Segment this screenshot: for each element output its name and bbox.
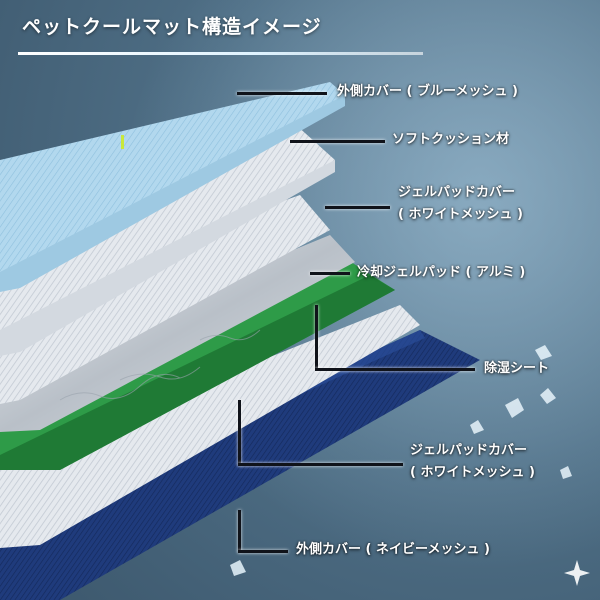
gel-texture: [59, 329, 261, 401]
label-outer-blue: 外側カバー ( ブルーメッシュ ): [337, 84, 518, 99]
leader-gel-cover-bottom-h: [238, 463, 403, 466]
label-soft-cushion: ソフトクッション材: [392, 132, 510, 147]
label-gel-cover-top-line1: ジェルパッドカバー: [398, 185, 516, 200]
label-gel-cover-top-line2: ( ホワイトメッシュ ): [398, 207, 523, 222]
label-cooling-gel: 冷却ジェルパッド ( アルミ ): [357, 265, 526, 280]
blue-mesh-marker: [121, 135, 124, 149]
leader-gel-cover-top: [325, 206, 390, 209]
layer-white-mesh-upper: [0, 195, 330, 404]
layer-blue-mesh-edge: [0, 95, 345, 292]
leader-outer-blue: [237, 92, 327, 95]
leader-cooling-gel: [310, 272, 350, 275]
label-gel-cover-bottom-line2: ( ホワイトメッシュ ): [410, 465, 535, 480]
layer-green-sheet-edge: [0, 275, 395, 470]
label-dehumid: 除湿シート: [484, 361, 550, 376]
title-underline: [18, 52, 423, 55]
leader-soft-cushion: [290, 140, 385, 143]
label-gel-cover-bottom: ジェルパッドカバー ( ホワイトメッシュ ): [410, 442, 535, 482]
label-gel-cover-top: ジェルパッドカバー ( ホワイトメッシュ ): [398, 184, 523, 224]
layer-soft-cushion-edge: [0, 160, 335, 356]
layer-silver-gel: [0, 235, 355, 432]
label-gel-cover-bottom-line1: ジェルパッドカバー: [410, 443, 528, 458]
leader-gel-cover-bottom-v: [238, 400, 241, 465]
leader-outer-navy-v: [238, 510, 241, 552]
sparkle-icon: [564, 560, 590, 586]
label-outer-navy: 外側カバー ( ネイビーメッシュ ): [296, 542, 490, 557]
page-title: ペットクールマット構造イメージ: [22, 16, 322, 38]
leader-dehumid-h: [315, 368, 475, 371]
leader-dehumid-v: [315, 305, 318, 370]
ice-crystals: [230, 345, 572, 576]
leader-outer-navy-h: [238, 550, 288, 553]
